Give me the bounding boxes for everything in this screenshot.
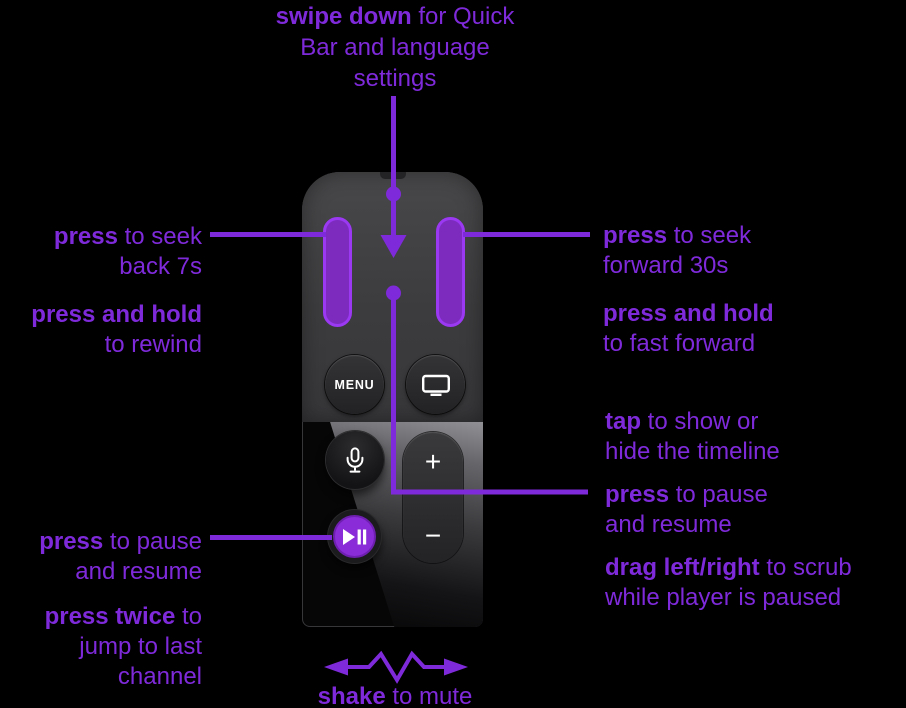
tv-icon <box>421 374 450 396</box>
last-channel-rest: to <box>175 603 202 630</box>
volume-down-button: − <box>424 520 442 551</box>
pause-left-rest: to pause <box>103 528 202 555</box>
siri-mic-button <box>326 431 384 489</box>
swipe-down-line2: Bar and language <box>300 34 490 61</box>
annotation-shake-mute: shake to mute <box>285 682 505 708</box>
tap-rest: to show or <box>641 408 759 435</box>
last-channel-line3: channel <box>117 663 202 690</box>
pause-left-line2: and resume <box>75 558 202 585</box>
fast-forward-bold: press and hold <box>603 300 774 327</box>
shake-left-arrowhead-icon <box>324 658 348 676</box>
seek-forward-touch-zone <box>436 217 465 327</box>
tv-button <box>406 355 465 414</box>
swipe-down-bold: swipe down <box>275 3 412 30</box>
seek-forward-bold: press <box>603 222 668 249</box>
seek-back-line2: back 7s <box>119 253 202 280</box>
shake-bold: shake <box>317 683 386 708</box>
annotation-seek-back: press to seek back 7s press and hold to … <box>0 222 202 360</box>
annotation-pause-left: press to pause and resume press twice to… <box>0 527 202 692</box>
seek-forward-rest: to seek <box>667 222 752 249</box>
last-channel-line2: jump to last <box>79 633 202 660</box>
volume-up-button: + <box>424 446 442 477</box>
play-pause-icon <box>343 528 367 545</box>
scrub-bold: drag left/right <box>605 554 760 581</box>
shake-zigzag-icon <box>348 650 444 684</box>
ir-window <box>380 172 406 179</box>
menu-button: MENU <box>325 355 384 414</box>
menu-button-label: MENU <box>334 377 375 392</box>
volume-rocker: + − <box>403 432 463 563</box>
annotation-timeline-group: tap to show or hide the timeline press t… <box>605 407 905 613</box>
scrub-line2: while player is paused <box>605 584 842 611</box>
mic-icon <box>346 446 364 473</box>
annotation-seek-forward: press to seek forward 30s press and hold… <box>603 221 903 359</box>
tap-line2: hide the timeline <box>605 438 780 465</box>
seek-back-touch-zone <box>323 217 352 327</box>
remote-illustration: MENU + − <box>302 172 483 627</box>
pause-right-bold: press <box>605 481 670 508</box>
seek-back-bold: press <box>53 223 118 250</box>
annotation-swipe-down: swipe down for Quick Bar and language se… <box>235 1 555 94</box>
last-channel-bold: press twice <box>44 603 176 630</box>
fast-forward-line2: to fast forward <box>603 330 756 357</box>
rewind-line2: to rewind <box>104 331 202 358</box>
pause-right-rest: to pause <box>669 481 768 508</box>
seek-back-rest: to seek <box>117 223 202 250</box>
rewind-bold: press and hold <box>31 301 202 328</box>
play-pause-button <box>328 510 381 563</box>
play-pause-button-highlight <box>333 515 376 558</box>
pause-right-line2: and resume <box>605 511 732 538</box>
scrub-rest: to scrub <box>759 554 852 581</box>
swipe-down-rest: for Quick <box>411 3 515 30</box>
seek-forward-line2: forward 30s <box>603 252 729 279</box>
tap-bold: tap <box>605 408 641 435</box>
shake-rest: to mute <box>385 683 473 708</box>
shake-right-arrowhead-icon <box>444 658 468 676</box>
swipe-down-line3: settings <box>353 65 437 92</box>
pause-left-bold: press <box>39 528 104 555</box>
